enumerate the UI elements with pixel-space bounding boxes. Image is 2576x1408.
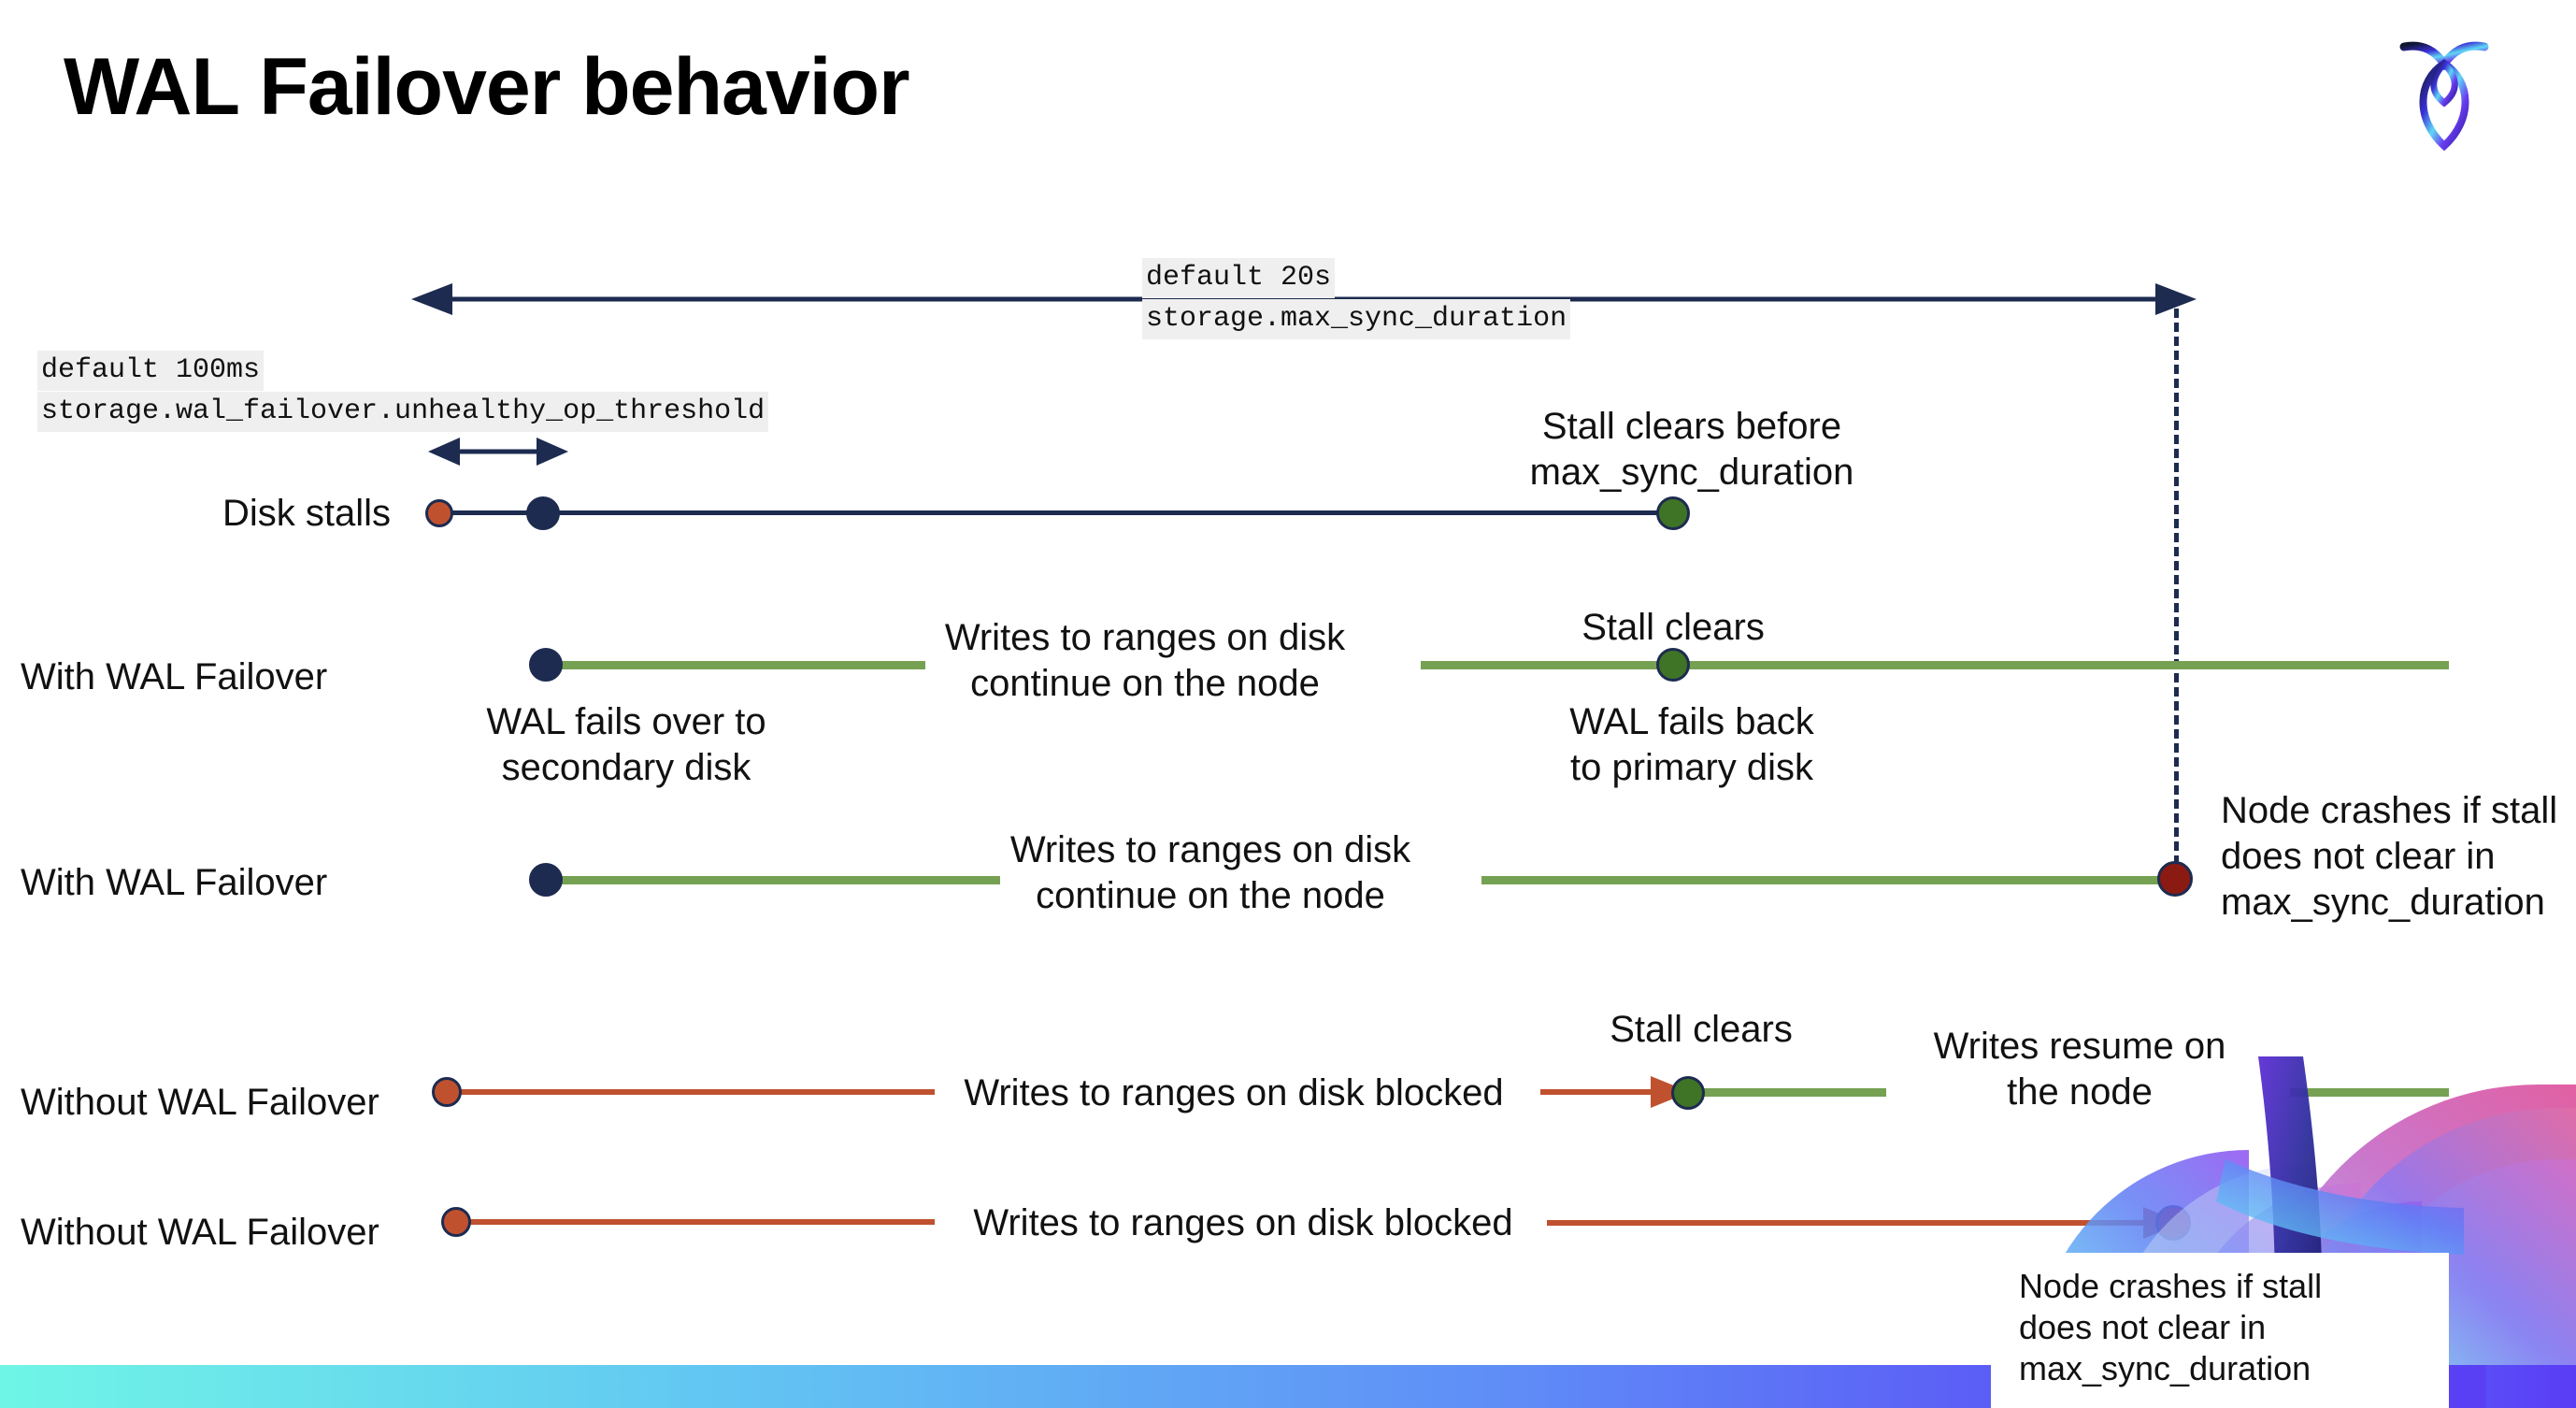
row-label-without-wal-failover-1: Without WAL Failover [21, 1082, 379, 1123]
annotation-node-crashes-2: Node crashes if stall does not clear in … [2019, 1267, 2323, 1387]
annotation-stall-clears-1: Stall clears [1581, 607, 1765, 648]
annotation-node-crashes-1: Node crashes if stall does not clear in … [2221, 790, 2558, 923]
annotation-writes-resume: Writes resume on the node [1933, 1026, 2226, 1113]
annotation-wal-fails-over: WAL fails over to secondary disk [486, 701, 766, 788]
without-wal-2-start-dot [441, 1207, 471, 1237]
disk-stalls-failover-dot [526, 496, 560, 530]
without-wal-1-resume-segment-a [1699, 1088, 1886, 1097]
wal-failover-2-segment-a [542, 876, 1000, 884]
without-wal-1-resume-segment-b [2290, 1088, 2449, 1097]
annotation-writes-continue-2: Writes to ranges on disk continue on the… [1009, 829, 1411, 916]
node-crash-callout: Node crashes if stall does not clear in … [1991, 1253, 2449, 1408]
wal-failover-1-segment-a [542, 661, 925, 669]
wal-failover-2-failover-dot [529, 863, 563, 897]
wal-failover-1-failover-dot [529, 648, 563, 682]
without-wal-1-clear-dot [1671, 1076, 1705, 1110]
unhealthy-op-setting-label: storage.wal_failover.unhealthy_op_thresh… [37, 392, 769, 432]
max-sync-deadline-dashline [2174, 309, 2179, 879]
annotation-writes-continue-1: Writes to ranges on disk continue on the… [944, 617, 1346, 704]
row-label-with-wal-failover-1: With WAL Failover [21, 656, 328, 697]
annotation-writes-blocked-2: Writes to ranges on disk blocked [973, 1202, 1513, 1243]
max-sync-setting-label: storage.max_sync_duration [1142, 299, 1571, 339]
disk-stalls-start-dot [425, 499, 453, 527]
unhealthy-op-threshold-arrow [428, 438, 568, 466]
without-wal-1-blocked-line-a [458, 1089, 935, 1095]
max-sync-default-label: default 20s [1142, 258, 1336, 298]
annotation-stall-clears-before: Stall clears before max_sync_duration [1529, 406, 1854, 493]
without-wal-2-crash-dot [2155, 1205, 2191, 1241]
row-label-disk-stalls: Disk stalls [222, 493, 392, 534]
annotation-writes-blocked-1: Writes to ranges on disk blocked [964, 1072, 1504, 1113]
wal-failover-1-clear-dot [1656, 648, 1690, 682]
bottom-gradient-bar-notch [2486, 1365, 2576, 1408]
annotation-wal-fails-back: WAL fails back to primary disk [1569, 701, 1814, 788]
cockroachdb-logo-icon [2399, 41, 2489, 151]
without-wal-2-blocked-arrow [1547, 1207, 2182, 1239]
wal-failover-1-segment-b [1421, 661, 2449, 669]
wal-failover-2-crash-dot [2157, 861, 2193, 897]
row-label-without-wal-failover-2: Without WAL Failover [21, 1212, 379, 1253]
page-title: WAL Failover behavior [64, 42, 910, 132]
wal-failover-2-segment-b [1481, 876, 2178, 884]
without-wal-1-blocked-arrow [1540, 1076, 1690, 1108]
without-wal-2-blocked-line-a [467, 1219, 935, 1225]
disk-stalls-timeline [439, 510, 1673, 515]
row-label-with-wal-failover-2: With WAL Failover [21, 862, 328, 903]
disk-stalls-clear-dot [1656, 496, 1690, 530]
without-wal-1-start-dot [432, 1077, 462, 1107]
unhealthy-op-default-label: default 100ms [37, 351, 265, 391]
annotation-stall-clears-2: Stall clears [1610, 1009, 1793, 1050]
